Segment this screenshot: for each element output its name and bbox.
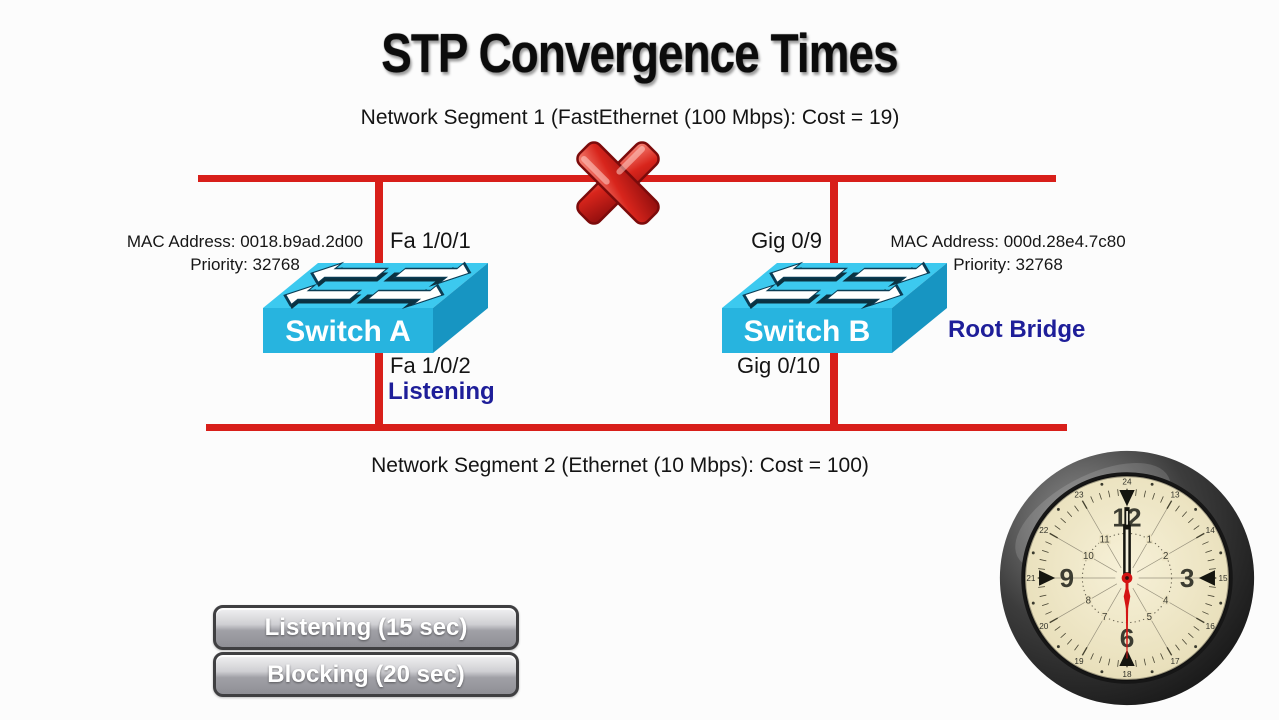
- svg-text:2: 2: [1163, 551, 1168, 562]
- svg-text:7: 7: [1102, 612, 1107, 623]
- traffic-arrows-icon: [742, 261, 931, 309]
- svg-text:13: 13: [1170, 491, 1180, 500]
- svg-text:11: 11: [1100, 535, 1110, 546]
- switch-b-port-bottom-label: Gig 0/10: [737, 353, 821, 378]
- switch-a-port-top-label: Fa 1/0/1: [390, 228, 471, 253]
- svg-text:3: 3: [1180, 563, 1195, 593]
- svg-text:23: 23: [1074, 491, 1084, 500]
- svg-text:16: 16: [1206, 622, 1216, 631]
- clock-dial: 241314151617181920212223124578101112369: [1026, 478, 1228, 679]
- switch-b-role: Root Bridge: [948, 316, 1086, 343]
- segment2-wire: [206, 424, 1067, 431]
- switch-a-port-bottom-label: Fa 1/0/2: [390, 353, 471, 378]
- svg-text:17: 17: [1170, 657, 1180, 666]
- svg-text:19: 19: [1074, 657, 1084, 666]
- svg-text:9: 9: [1060, 563, 1075, 593]
- clock-icon: 241314151617181920212223124578101112369: [999, 450, 1255, 706]
- switch-a-name: Switch A: [285, 315, 411, 348]
- svg-text:21: 21: [1026, 574, 1036, 583]
- switch-b-port-top-label: Gig 0/9: [751, 228, 822, 253]
- svg-text:24: 24: [1122, 478, 1132, 487]
- switch-b-icon: Switch B: [722, 261, 947, 353]
- broken-link-x-icon: [576, 141, 660, 225]
- switch-a-icon: Switch A: [263, 261, 488, 353]
- switch-b-priority: Priority: 32768: [953, 255, 1063, 274]
- traffic-arrows-icon: [283, 261, 472, 309]
- segment1-label: Network Segment 1 (FastEthernet (100 Mbp…: [360, 106, 900, 129]
- svg-text:22: 22: [1039, 526, 1049, 535]
- switch-b-name: Switch B: [744, 315, 871, 348]
- switch-a-mac-block: MAC Address: 0018.b9ad.2d00 Priority: 32…: [115, 230, 375, 276]
- svg-text:10: 10: [1083, 551, 1094, 562]
- svg-text:15: 15: [1218, 574, 1228, 583]
- svg-text:1: 1: [1147, 535, 1152, 546]
- switch-b-mac: MAC Address: 000d.28e4.7c80: [890, 232, 1126, 251]
- switch-a-mac: MAC Address: 0018.b9ad.2d00: [126, 232, 364, 251]
- switch-a-port-state: Listening: [388, 378, 495, 405]
- svg-text:20: 20: [1039, 622, 1049, 631]
- listening-timer-button[interactable]: Listening (15 sec): [213, 605, 519, 650]
- page-title: STP Convergence Times: [381, 23, 898, 85]
- svg-text:14: 14: [1206, 526, 1216, 535]
- blocking-timer-button[interactable]: Blocking (20 sec): [213, 652, 519, 697]
- svg-text:5: 5: [1147, 612, 1152, 623]
- switch-a-priority: Priority: 32768: [190, 255, 300, 274]
- svg-text:4: 4: [1163, 596, 1169, 607]
- svg-text:18: 18: [1122, 670, 1132, 679]
- svg-text:8: 8: [1086, 596, 1091, 607]
- switch-b-mac-block: MAC Address: 000d.28e4.7c80 Priority: 32…: [878, 230, 1138, 276]
- segment2-label: Network Segment 2 (Ethernet (10 Mbps): C…: [371, 454, 869, 477]
